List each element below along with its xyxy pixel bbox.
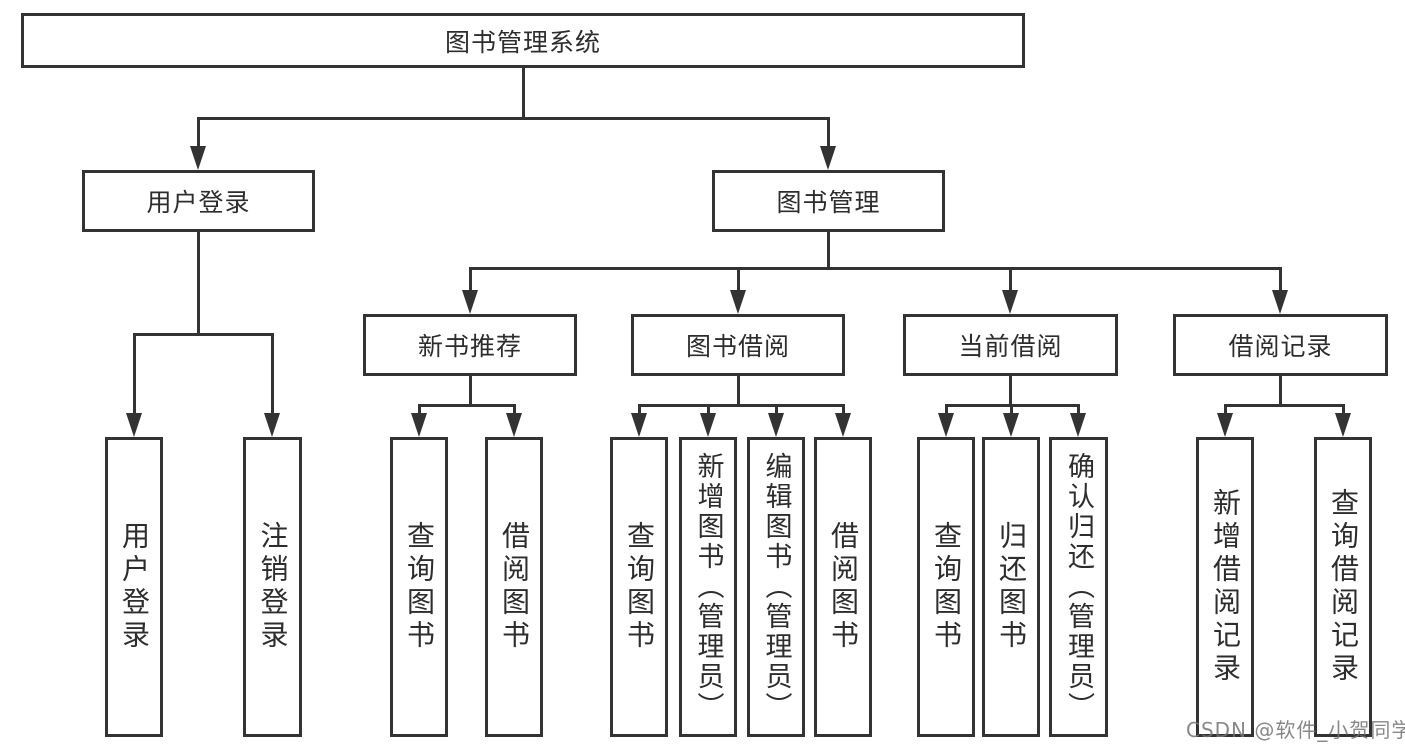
connector-to-return-books — [1010, 404, 1013, 418]
connector-to-query-record — [1342, 404, 1345, 418]
leaf-add-borrow-record: 新增借阅记录 — [1196, 437, 1254, 737]
arrowhead-return-books — [1003, 413, 1019, 437]
connector-to-add-books — [707, 404, 710, 418]
node-new-book-rec: 新书推荐 — [363, 314, 577, 376]
connector-to-query-books-1 — [418, 404, 421, 418]
connector-to-current-borrow — [1009, 267, 1012, 295]
arrowhead-logout-leaf — [264, 413, 280, 437]
connector-to-user-login — [197, 117, 200, 150]
leaf-borrow-books-1: 借阅图书 — [485, 437, 543, 737]
connector-level2-spread — [197, 117, 829, 120]
connector-to-borrow-books-1 — [513, 404, 516, 418]
connector-to-confirm-return — [1077, 404, 1080, 418]
leaf-confirm-return-admin: 确认归还（管理员） — [1049, 437, 1108, 737]
leaf-query-books-3: 查询图书 — [917, 437, 975, 737]
arrowhead-user-login — [190, 146, 206, 170]
arrowhead-query-books-2 — [631, 413, 647, 437]
node-user-login: 用户登录 — [82, 170, 315, 232]
leaf-query-borrow-record: 查询借阅记录 — [1314, 437, 1372, 737]
leaf-borrow-books-2: 借阅图书 — [814, 437, 872, 737]
leaf-query-books-2: 查询图书 — [610, 437, 668, 737]
watermark-text: CSDN @软件_小贺同学 — [1186, 718, 1405, 742]
arrowhead-borrow-books-1 — [506, 413, 522, 437]
connector-user-login-spread — [133, 333, 273, 336]
connector-book-borrow-stub — [737, 376, 740, 407]
arrowhead-add-record — [1217, 413, 1233, 437]
arrowhead-edit-books — [768, 413, 784, 437]
connector-to-user-login-leaf — [133, 333, 136, 420]
connector-to-book-mgmt — [827, 117, 830, 150]
arrowhead-query-books-3 — [938, 413, 954, 437]
arrowhead-confirm-return — [1070, 413, 1086, 437]
connector-book-borrow-spread — [638, 404, 844, 407]
connector-root-stub — [522, 68, 525, 120]
arrowhead-add-books — [700, 413, 716, 437]
leaf-query-books-1: 查询图书 — [390, 437, 448, 737]
leaf-edit-books-admin: 编辑图书（管理员） — [747, 437, 805, 737]
arrowhead-current-borrow — [1002, 290, 1018, 314]
connector-to-borrow-records — [1279, 267, 1282, 295]
connector-to-query-books-3 — [945, 404, 948, 418]
leaf-add-books-admin: 新增图书（管理员） — [679, 437, 737, 737]
connector-to-new-book-rec — [469, 267, 472, 295]
node-book-mgmt: 图书管理 — [712, 170, 945, 232]
leaf-return-books: 归还图书 — [982, 437, 1040, 737]
arrowhead-new-book-rec — [462, 290, 478, 314]
connector-to-logout-leaf — [271, 333, 274, 420]
arrowhead-book-mgmt — [820, 146, 836, 170]
connector-user-login-stub — [197, 232, 200, 336]
node-book-borrow: 图书借阅 — [631, 314, 845, 376]
connector-borrow-records-spread — [1224, 404, 1344, 407]
connector-to-query-books-2 — [638, 404, 641, 418]
arrowhead-query-books-1 — [411, 413, 427, 437]
node-current-borrow: 当前借阅 — [903, 314, 1118, 376]
connector-to-edit-books — [775, 404, 778, 418]
arrowhead-borrow-books-2 — [835, 413, 851, 437]
node-borrow-records: 借阅记录 — [1173, 314, 1388, 376]
arrowhead-book-borrow — [730, 290, 746, 314]
connector-level3-spread — [469, 267, 1281, 270]
connector-new-book-rec-stub — [469, 376, 472, 407]
arrowhead-query-record — [1335, 413, 1351, 437]
connector-to-borrow-books-2 — [842, 404, 845, 418]
connector-borrow-records-stub — [1279, 376, 1282, 407]
connector-to-book-borrow — [737, 267, 740, 295]
connector-new-book-rec-spread — [418, 404, 515, 407]
leaf-logout: 注销登录 — [243, 437, 302, 737]
connector-book-mgmt-stub — [827, 232, 830, 270]
connector-current-borrow-stub — [1009, 376, 1012, 407]
node-root: 图书管理系统 — [21, 13, 1025, 68]
leaf-user-login: 用户登录 — [105, 437, 163, 737]
arrowhead-user-login-leaf — [126, 413, 142, 437]
arrowhead-borrow-records — [1272, 290, 1288, 314]
connector-to-add-record — [1224, 404, 1227, 418]
